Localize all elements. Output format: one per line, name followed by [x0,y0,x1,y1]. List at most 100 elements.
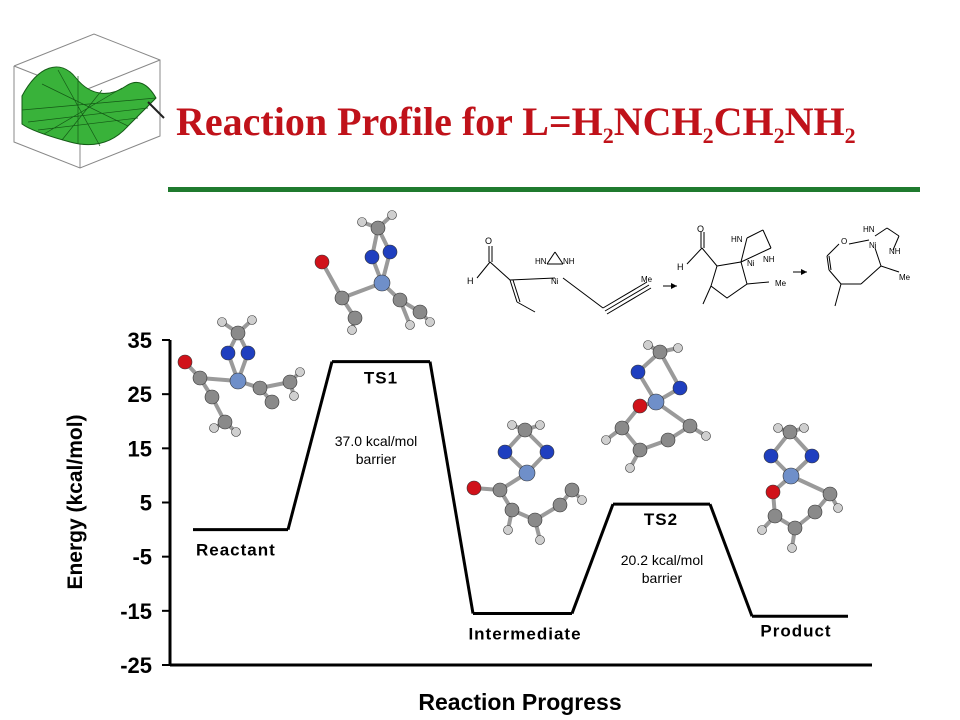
atom [630,364,646,380]
scheme-reactant [476,246,652,315]
atom [347,310,363,326]
connector-line [708,503,754,617]
scheme-text: HN [535,257,547,266]
atom [230,325,246,341]
state-label: Product [760,621,831,640]
molecule-product [757,423,843,553]
y-tick-label: 25 [128,382,152,407]
y-tick-label: -25 [120,653,152,678]
atom [527,512,543,528]
atom [787,543,797,553]
atom [647,393,665,411]
barrier-value: 37.0 kcal/mol [335,433,417,449]
atom [652,344,668,360]
scheme-text: O [841,237,847,246]
atom [282,374,298,390]
atom [503,525,513,535]
atom [632,442,648,458]
atom [192,370,208,386]
atom [799,423,809,433]
y-tick-label: -15 [120,599,152,624]
barrier-word: barrier [356,451,397,467]
scheme-text: Me [641,275,653,284]
atom [492,482,508,498]
atom [807,504,823,520]
atom [405,320,415,330]
scheme-text: H [467,276,474,286]
atom [773,423,783,433]
atom [765,484,781,500]
atom [632,398,648,414]
atom [289,391,299,401]
atom [466,480,482,496]
scheme-text: H [677,262,684,272]
scheme-text: O [485,236,492,246]
atom [217,414,233,430]
scheme-text: NH [763,255,775,264]
atom [535,535,545,545]
atom [660,432,676,448]
scheme-text: Me [775,279,787,288]
atom [497,444,513,460]
atom [334,290,350,306]
atom [370,220,386,236]
atom [507,420,517,430]
atom [833,503,843,513]
atom [247,315,257,325]
scheme-text: Ni [747,259,755,268]
atom [643,340,653,350]
atom [347,325,357,335]
scheme-intermediate [686,229,772,305]
molecule-models [177,210,843,553]
slide-title: Reaction Profile for L=H2NCH2CH2NH2 [176,99,856,148]
atom [564,482,580,498]
scheme-text: NH [889,247,901,256]
atom [535,420,545,430]
scheme-product [826,227,900,307]
atom [295,367,305,377]
atom [577,495,587,505]
atom [209,423,219,433]
molecule-ts1 [314,210,435,335]
atom [517,422,533,438]
atom [387,210,397,220]
atom [220,345,236,361]
x-axis-label: Reaction Progress [418,689,621,715]
molecule-ts2 [601,340,711,473]
atom [804,448,820,464]
reaction-profile [193,360,848,618]
atom [231,427,241,437]
atom [701,431,711,441]
atom [314,254,330,270]
scheme-text: O [697,224,704,234]
y-axis-label: Energy (kcal/mol) [64,414,87,589]
atom [425,317,435,327]
atom [357,217,367,227]
connector-line [428,361,475,614]
atom [672,380,688,396]
atom [614,420,630,436]
connector-line [286,361,334,530]
atom [767,508,783,524]
atom [552,497,568,513]
atom [763,448,779,464]
atom [217,317,227,327]
scheme-text: HN [731,235,743,244]
state-label: Reactant [196,541,276,560]
atom [252,380,268,396]
atom [822,486,838,502]
y-tick-label: 15 [128,436,152,461]
atom [782,467,800,485]
atom [392,292,408,308]
atom [782,424,798,440]
state-label: TS2 [644,510,678,529]
y-tick-label: -5 [132,545,152,570]
scheme-text: Ni [551,277,559,286]
scheme-text: HN [863,225,875,234]
surface-plot-icon [13,33,165,169]
scheme-text: Me [899,273,911,282]
